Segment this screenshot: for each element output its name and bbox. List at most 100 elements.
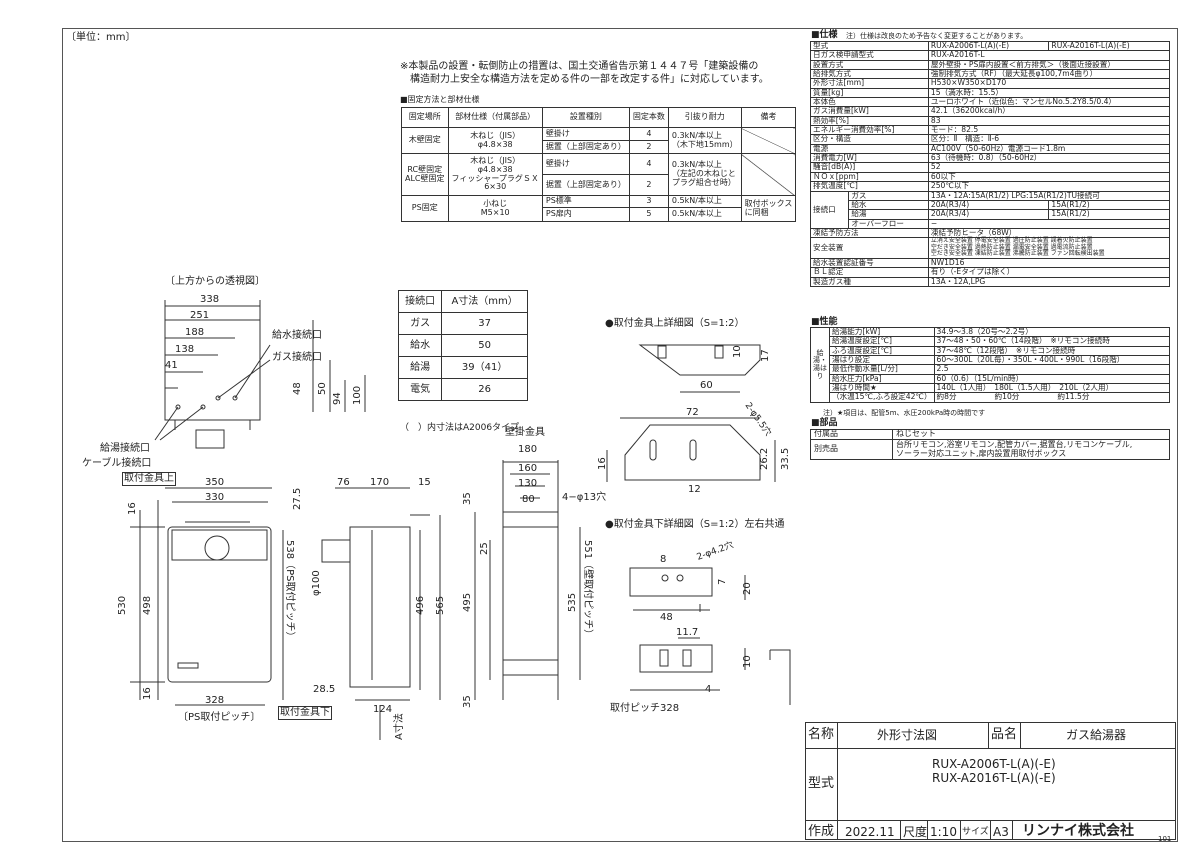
parts-table: 付属品ねじセット 別売品台所リモコン,浴室リモコン,配管カバー,据置台,リモコン…	[810, 429, 1170, 460]
front-view-drawing	[130, 487, 284, 706]
spec-cell: 安全装置	[810, 237, 929, 259]
fix-cell-line: フィッシャープラグＳＸ	[451, 173, 539, 183]
notice-line1: ※本製品の設置・転倒防止の措置は、国土交通省告示第１４４７号「建築設備の	[400, 61, 759, 72]
spec-cell: 接続口	[809, 190, 850, 229]
dim-text: 16	[127, 502, 138, 515]
dim-text: 330	[205, 492, 224, 503]
a-header-dim: A寸法（mm）	[441, 290, 528, 313]
spec-cell: 52	[927, 162, 1171, 173]
top-view-drawing	[154, 300, 366, 449]
spec-row: オーバーフロー−	[811, 218, 1171, 229]
spec-cell-line: 空だき安全装置 凍結防止装置 沸騰防止装置 ファン回転検出装置	[930, 250, 1105, 258]
dim-text: 495	[462, 593, 473, 612]
parts-line: 台所リモコン,浴室リモコン,配管カバー,据置台,リモコンケーブル,	[896, 439, 1133, 449]
dim-text: 124	[373, 704, 392, 715]
fix-cell-line: φ4.8×38	[477, 139, 513, 149]
company-name: リンナイ株式会社	[1022, 823, 1134, 839]
made-date: 2022.11	[845, 825, 895, 839]
a-dim-label: A寸法	[394, 713, 405, 740]
sheet-number: 101	[1158, 835, 1172, 843]
performance-footnote: 注）★項目は、配管5m、水圧200kPa時の時間です	[823, 409, 986, 417]
spec-row: 騒音[dB(A)]52	[810, 162, 1171, 173]
spec-cell: 凍結予防方法	[810, 227, 929, 239]
dim-text: 7	[717, 579, 728, 585]
dim-text: 251	[190, 310, 209, 321]
spec-cell: 区分・構造	[810, 134, 929, 145]
water-inlet-label: 給水接続口	[272, 330, 322, 341]
detail-bottom-title: ●取付金具下詳細図（S=1:2）左右共通	[605, 519, 785, 530]
hot-outlet-label: 給湯接続口	[100, 443, 150, 454]
dim-text: 48	[660, 612, 673, 623]
dim-text: 16	[142, 687, 153, 700]
parts-cell: ねじセット	[892, 429, 1170, 440]
spec-row: ＮＯｘ[ppm]60以下	[810, 171, 1171, 183]
dim-text: 28.5	[313, 684, 335, 695]
item-label: 品名	[991, 727, 1018, 742]
performance-cell: 37〜48・50・60℃（14段階） ※リモコン接続時	[933, 336, 1171, 347]
spec-cell: −	[927, 218, 1171, 229]
fix-cell: 0.5kN/本以上	[667, 207, 742, 222]
dim-text: 188	[185, 327, 204, 338]
fix-cell-diagonal	[740, 127, 797, 154]
dim-text: 12	[688, 484, 701, 495]
performance-row: 最低作動水量[L/分]2.5	[811, 364, 1171, 375]
fix-cell-line: 小ねじ	[483, 198, 508, 208]
fix-cell: 木壁固定	[401, 127, 449, 154]
dim-text: 498	[142, 596, 153, 615]
a-table-note: （ ）内寸法はA2006タイプ	[400, 423, 520, 433]
parts-title: ■部品	[811, 418, 838, 428]
fix-cell: 0.3kN/本以上（木下地15mm）	[667, 127, 742, 154]
spec-cell: ユーロホワイト（近似色：マンセルNo.5.2Y8.5/0.4）	[927, 97, 1171, 108]
a-cell: 26	[441, 378, 528, 401]
fix-cell-line: 0.3kN/本以上	[671, 160, 722, 170]
phi100-label: φ100	[311, 570, 322, 596]
dim-text: 565	[435, 596, 446, 615]
fix-cell-line: に同梱	[744, 207, 769, 217]
spec-cell: 外形寸法[mm]	[810, 78, 929, 89]
fix-cell: 木ねじ（JIS）φ4.8×38	[447, 127, 543, 154]
model-line2: RUX-A2016T-L(A)(-E)	[932, 771, 1056, 785]
title-divider	[990, 820, 991, 840]
fix-cell-line: M5×10	[480, 207, 510, 217]
fix-cell: 0.3kN/本以上（左記の木ねじとプラグ組合せ時）	[667, 153, 742, 196]
bracket-top-label: 取付金具上	[122, 472, 176, 486]
performance-row: 給湯・湯はり給湯能力[kW]34.9〜3.8（20号〜2.2号）	[810, 326, 1171, 403]
title-divider	[1020, 722, 1021, 748]
fix-cell-line: 取付ボックス	[744, 198, 793, 208]
unit-label: 〔単位：mm〕	[66, 32, 136, 43]
fix-cell: 5	[628, 207, 669, 222]
spec-cell: 騒音[dB(A)]	[810, 162, 929, 173]
top-view-label: 〔上方からの透視図〕	[165, 276, 265, 287]
spec-cell: H530×W350×D170	[927, 78, 1171, 89]
made-label: 作成	[808, 824, 835, 839]
performance-cell: （水温15℃,ふろ設定42℃）	[829, 392, 935, 403]
spec-cell: 15A(R1/2)	[1048, 209, 1170, 220]
dim-text: 496	[415, 596, 426, 615]
spec-cell: AC100V（50-60Hz）電源コード1.8m	[927, 143, 1171, 155]
title-divider	[988, 722, 989, 748]
fix-cell-line: φ4.8×38	[477, 164, 513, 174]
dim-text: 48	[292, 382, 303, 395]
dim-text: 2-φ5.5穴	[743, 400, 775, 438]
wall-bracket-drawing	[474, 460, 581, 700]
spec-cell-line: 立消え安全装置 停電安全装置 過圧防止装置 誤着火防止装置	[930, 237, 1093, 245]
fix-cell-line: 木ねじ（JIS）	[470, 155, 521, 165]
spec-cell: 立消え安全装置 停電安全装置 過圧防止装置 誤着火防止装置空だき安全装置 過熱防…	[927, 237, 1171, 259]
spec-cell: 13A・12A:15A(R1/2) LPG:15A(R1/2)TU接続可	[927, 190, 1171, 201]
spec-cell: 20A(R3/4)	[927, 209, 1050, 220]
dim-text: 4	[705, 684, 711, 695]
spec-cell: オーバーフロー	[848, 218, 929, 229]
fix-cell-line: 6×30	[484, 182, 507, 192]
parts-cell: 付属品	[810, 429, 893, 440]
fix-table: 固定場所 部材仕様（付属部品） 設置種別 固定本数 引抜り耐力 備考 木壁固定 …	[401, 107, 797, 222]
dim-text: 338	[200, 294, 219, 305]
spec-cell: 42.1（36200kcal/h）	[927, 106, 1171, 117]
dim-text: 15	[418, 477, 431, 488]
side-view-drawing	[321, 487, 441, 740]
